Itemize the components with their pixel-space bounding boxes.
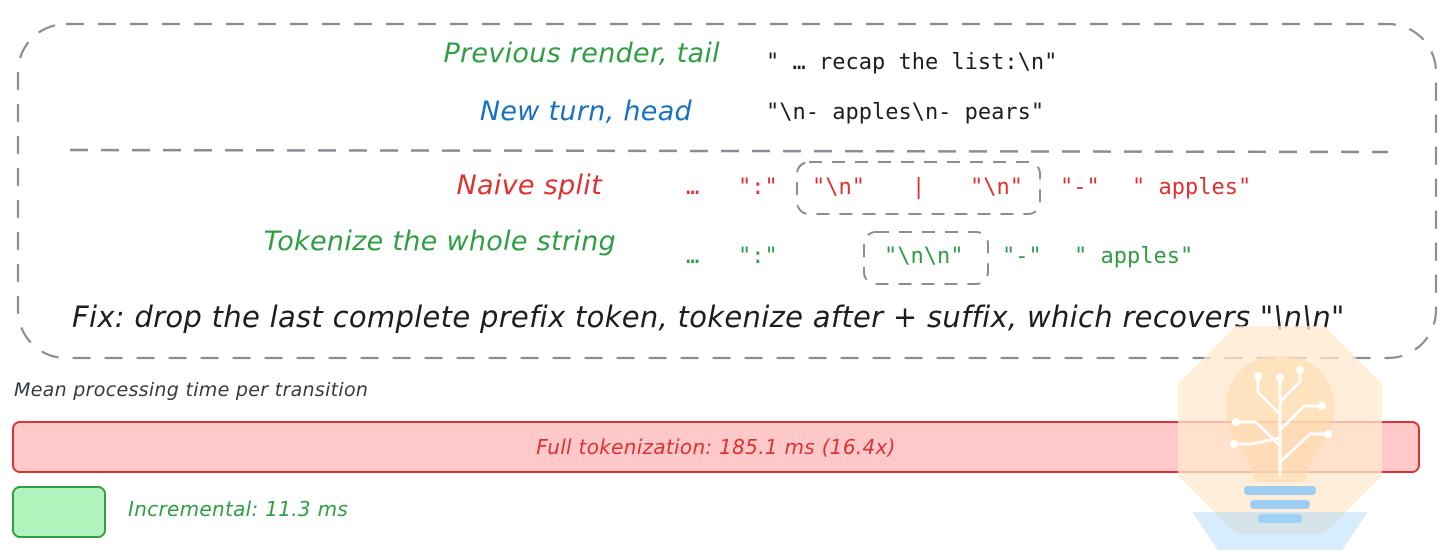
- separator-line: [69, 148, 1389, 154]
- naive-split-label: Naive split: [456, 170, 602, 201]
- previous-render-string: " … recap the list:\n": [766, 50, 1058, 75]
- naive-token-ellipsis: …: [686, 175, 700, 200]
- full-tokenization-label: Full tokenization: 185.1 ms (16.4x): [536, 435, 896, 459]
- outer-dashed-box: [16, 22, 1438, 360]
- naive-token-newline-a: "\n": [812, 175, 865, 200]
- incremental-label: Incremental: 11.3 ms: [128, 497, 349, 521]
- whole-token-apples: " apples": [1074, 244, 1194, 269]
- merged-newlines-box: [863, 231, 989, 285]
- naive-token-dash: "-": [1060, 175, 1100, 200]
- naive-split-divider: |: [912, 175, 926, 200]
- circuit-lightbulb-logo: [1178, 326, 1382, 550]
- new-turn-string: "\n- apples\n- pears": [766, 100, 1045, 125]
- whole-string-label: Tokenize the whole string: [263, 226, 616, 257]
- naive-token-newline-b: "\n": [970, 175, 1023, 200]
- whole-token-dash: "-": [1002, 244, 1042, 269]
- whole-token-double-newline: "\n\n": [884, 244, 964, 269]
- previous-render-label: Previous render, tail: [443, 38, 720, 69]
- timing-caption: Mean processing time per transition: [14, 379, 369, 401]
- new-turn-label: New turn, head: [479, 96, 692, 127]
- naive-newlines-box: [796, 161, 1041, 215]
- fix-explanation: Fix: drop the last complete prefix token…: [72, 300, 1345, 334]
- naive-token-colon: ":": [738, 175, 778, 200]
- whole-token-ellipsis: …: [686, 244, 700, 269]
- whole-token-colon: ":": [738, 244, 778, 269]
- naive-token-apples: " apples": [1132, 175, 1252, 200]
- incremental-bar: [12, 486, 106, 538]
